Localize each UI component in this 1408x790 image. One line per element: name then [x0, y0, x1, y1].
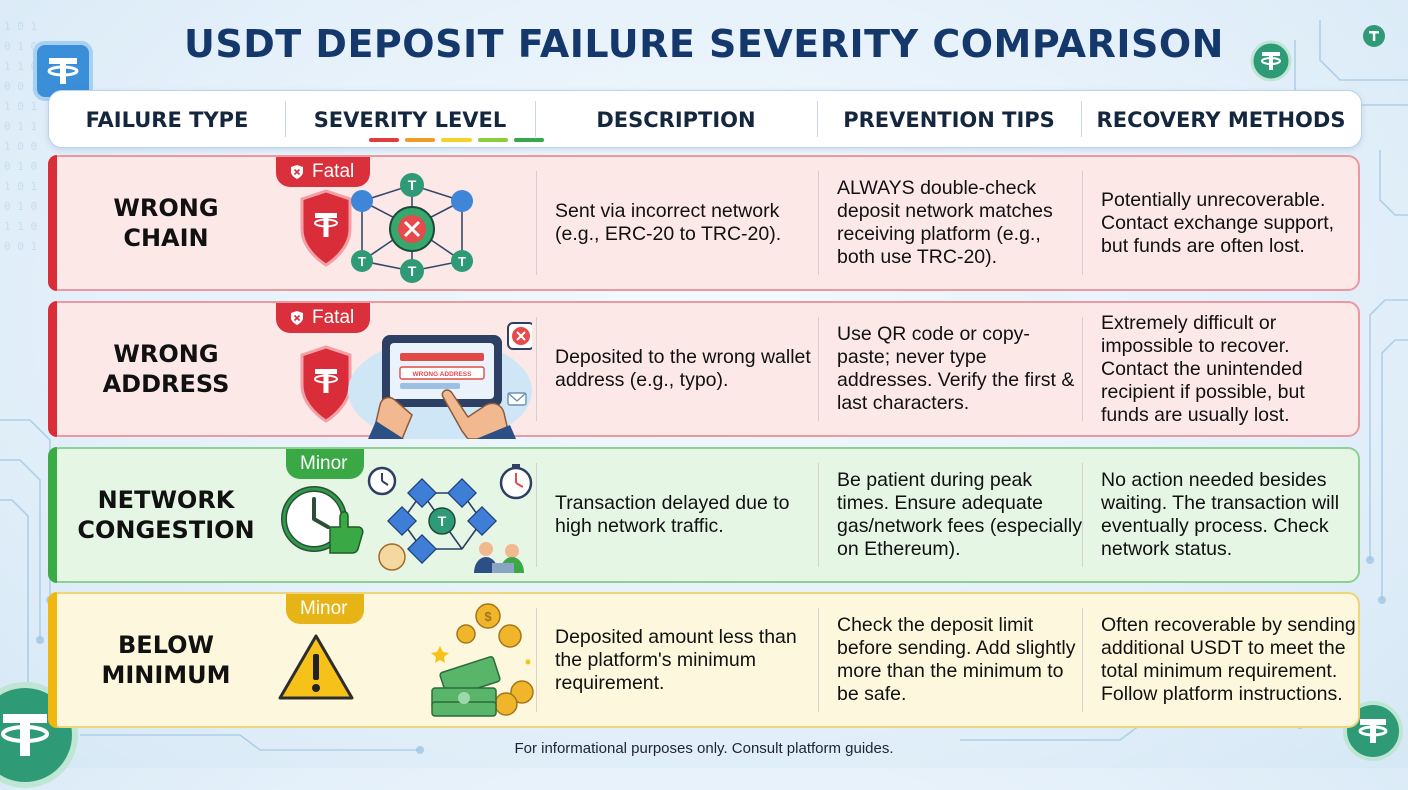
- severity-badge: Minor: [286, 449, 364, 479]
- severity-scale-segment: [477, 138, 508, 142]
- tablet-hands-icon: WRONG ADDRESS: [300, 322, 532, 439]
- tether-logo-icon: [1363, 25, 1385, 47]
- coins-cash-icon: $: [278, 603, 534, 717]
- prevention-cell: ALWAYS double-check deposit network matc…: [837, 177, 1053, 268]
- stopwatch-icon: [367, 464, 533, 500]
- blockchain-network-icon: T T T T: [300, 173, 473, 283]
- table-header: FAILURE TYPE SEVERITY LEVEL DESCRIPTION …: [48, 90, 1362, 148]
- header-description: DESCRIPTION: [596, 108, 756, 132]
- description-cell: Transaction delayed due to high network …: [555, 492, 790, 537]
- svg-text:1 0 1: 1 0 1: [4, 100, 37, 113]
- svg-text:0 0 1: 0 0 1: [4, 240, 37, 253]
- shield-x-icon: [291, 311, 303, 325]
- svg-text:1 1 0: 1 1 0: [4, 220, 37, 233]
- shield-x-icon: [291, 165, 303, 179]
- clock-thumbs-up-icon: T: [281, 464, 533, 573]
- header-failure-type: FAILURE TYPE: [85, 108, 249, 132]
- svg-text:1 0 1: 1 0 1: [4, 180, 37, 193]
- warning-icon: [278, 634, 354, 700]
- x-icon: [389, 206, 435, 252]
- severity-scale-segment: [369, 138, 400, 142]
- footer-note: For informational purposes only. Consult…: [514, 740, 894, 757]
- recovery-cell: Potentially unrecoverable. Contact excha…: [1101, 188, 1335, 257]
- screen-label: WRONG ADDRESS: [413, 371, 473, 378]
- svg-text:0 1 0: 0 1 0: [4, 40, 37, 53]
- tether-logo-icon: [33, 41, 93, 101]
- description-cell: Sent via incorrect network (e.g., ERC-20…: [555, 200, 782, 245]
- tether-logo-icon: [1250, 40, 1292, 82]
- x-icon: [507, 322, 532, 350]
- severity-scale-segment: [441, 138, 472, 142]
- svg-text:$: $: [484, 609, 492, 624]
- prevention-cell: Be patient during peak times. Ensure ade…: [837, 469, 1082, 560]
- svg-text:0 1 0: 0 1 0: [4, 160, 37, 173]
- description-cell: Deposited amount less than the platform'…: [555, 625, 797, 694]
- page-title: USDT DEPOSIT FAILURE SEVERITY COMPARISON: [184, 22, 1224, 66]
- prevention-cell: Use QR code or copy-paste; never type ad…: [837, 323, 1075, 414]
- recovery-cell: Often recoverable by sending additional …: [1101, 614, 1356, 705]
- recovery-cell: No action needed besides waiting. The tr…: [1101, 469, 1340, 560]
- severity-scale-segment: [405, 138, 436, 142]
- shield-tether-icon: [300, 189, 352, 267]
- shield-tether-icon: [300, 345, 352, 423]
- envelope-icon: [507, 392, 527, 406]
- description-cell: Deposited to the wrong wallet address (e…: [555, 346, 811, 391]
- svg-text:0 0 1: 0 0 1: [4, 80, 37, 93]
- svg-text:T: T: [438, 513, 447, 529]
- severity-badge: Fatal: [276, 157, 371, 187]
- recovery-cell: Extremely difficult or impossible to rec…: [1101, 311, 1305, 426]
- prevention-cell: Check the deposit limit before sending. …: [837, 614, 1076, 705]
- severity-badge: Minor: [286, 594, 364, 624]
- header-prevention-tips: PREVENTION TIPS: [843, 108, 1055, 132]
- severity-scale: [369, 138, 545, 142]
- svg-text:T: T: [408, 263, 417, 279]
- svg-text:1 0 0: 1 0 0: [4, 140, 37, 153]
- svg-text:T: T: [408, 177, 417, 193]
- svg-text:T: T: [458, 254, 466, 269]
- svg-text:0 1 1: 0 1 1: [4, 120, 37, 133]
- svg-text:1 0 1: 1 0 1: [4, 20, 37, 33]
- svg-text:1 1 0: 1 1 0: [4, 60, 37, 73]
- svg-text:T: T: [358, 254, 366, 269]
- severity-badge: Fatal: [276, 303, 371, 333]
- people-laptop-icon: [474, 542, 524, 573]
- svg-text:0 1 0: 0 1 0: [4, 200, 37, 213]
- severity-scale-segment: [513, 138, 545, 142]
- header-recovery-methods: RECOVERY METHODS: [1096, 108, 1346, 132]
- header-severity-level: SEVERITY LEVEL: [313, 108, 507, 132]
